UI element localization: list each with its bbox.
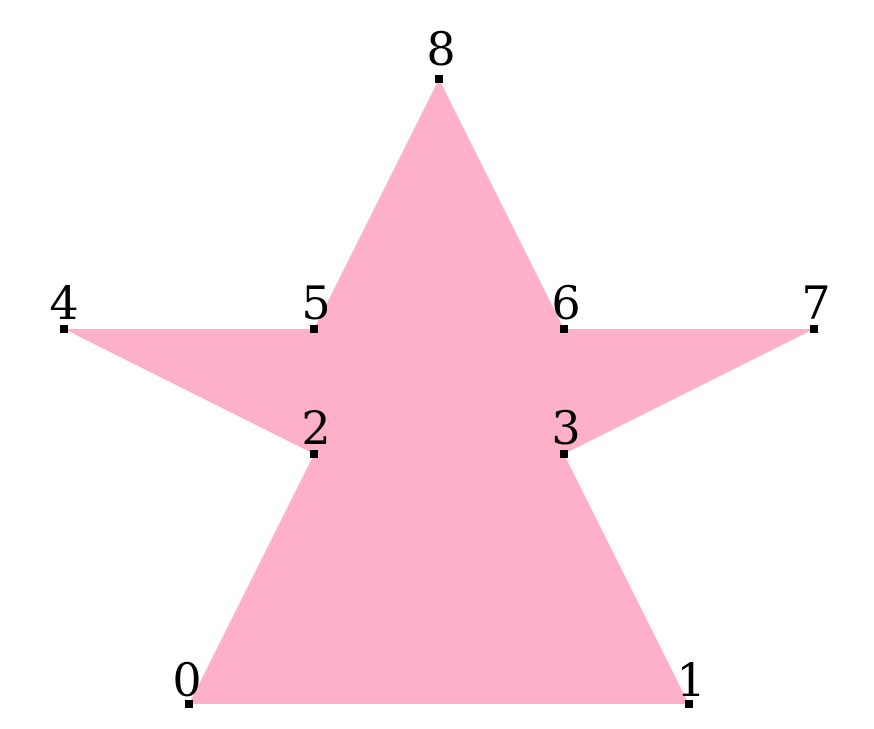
vertex-marker-3 — [560, 450, 568, 458]
vertex-label-6: 6 — [551, 276, 580, 330]
vertex-marker-4 — [60, 325, 68, 333]
star-polygon — [64, 79, 814, 704]
vertex-label-5: 5 — [301, 276, 330, 330]
vertex-label-2: 2 — [301, 401, 330, 455]
vertex-label-0: 0 — [172, 653, 201, 707]
vertex-label-3: 3 — [551, 401, 580, 455]
vertex-marker-6 — [560, 325, 568, 333]
vertex-marker-7 — [810, 325, 818, 333]
vertex-marker-0 — [185, 700, 193, 708]
vertex-marker-5 — [310, 325, 318, 333]
vertex-marker-2 — [310, 450, 318, 458]
vertex-label-8: 8 — [426, 22, 455, 76]
vertex-label-7: 7 — [801, 276, 830, 330]
vertex-marker-8 — [435, 75, 443, 83]
vertex-marker-1 — [685, 700, 693, 708]
vertex-label-4: 4 — [49, 276, 78, 330]
vertex-markers — [60, 75, 818, 708]
vertex-label-1: 1 — [676, 653, 705, 707]
vertex-labels: 0 1 2 3 4 5 6 7 8 — [49, 22, 830, 707]
